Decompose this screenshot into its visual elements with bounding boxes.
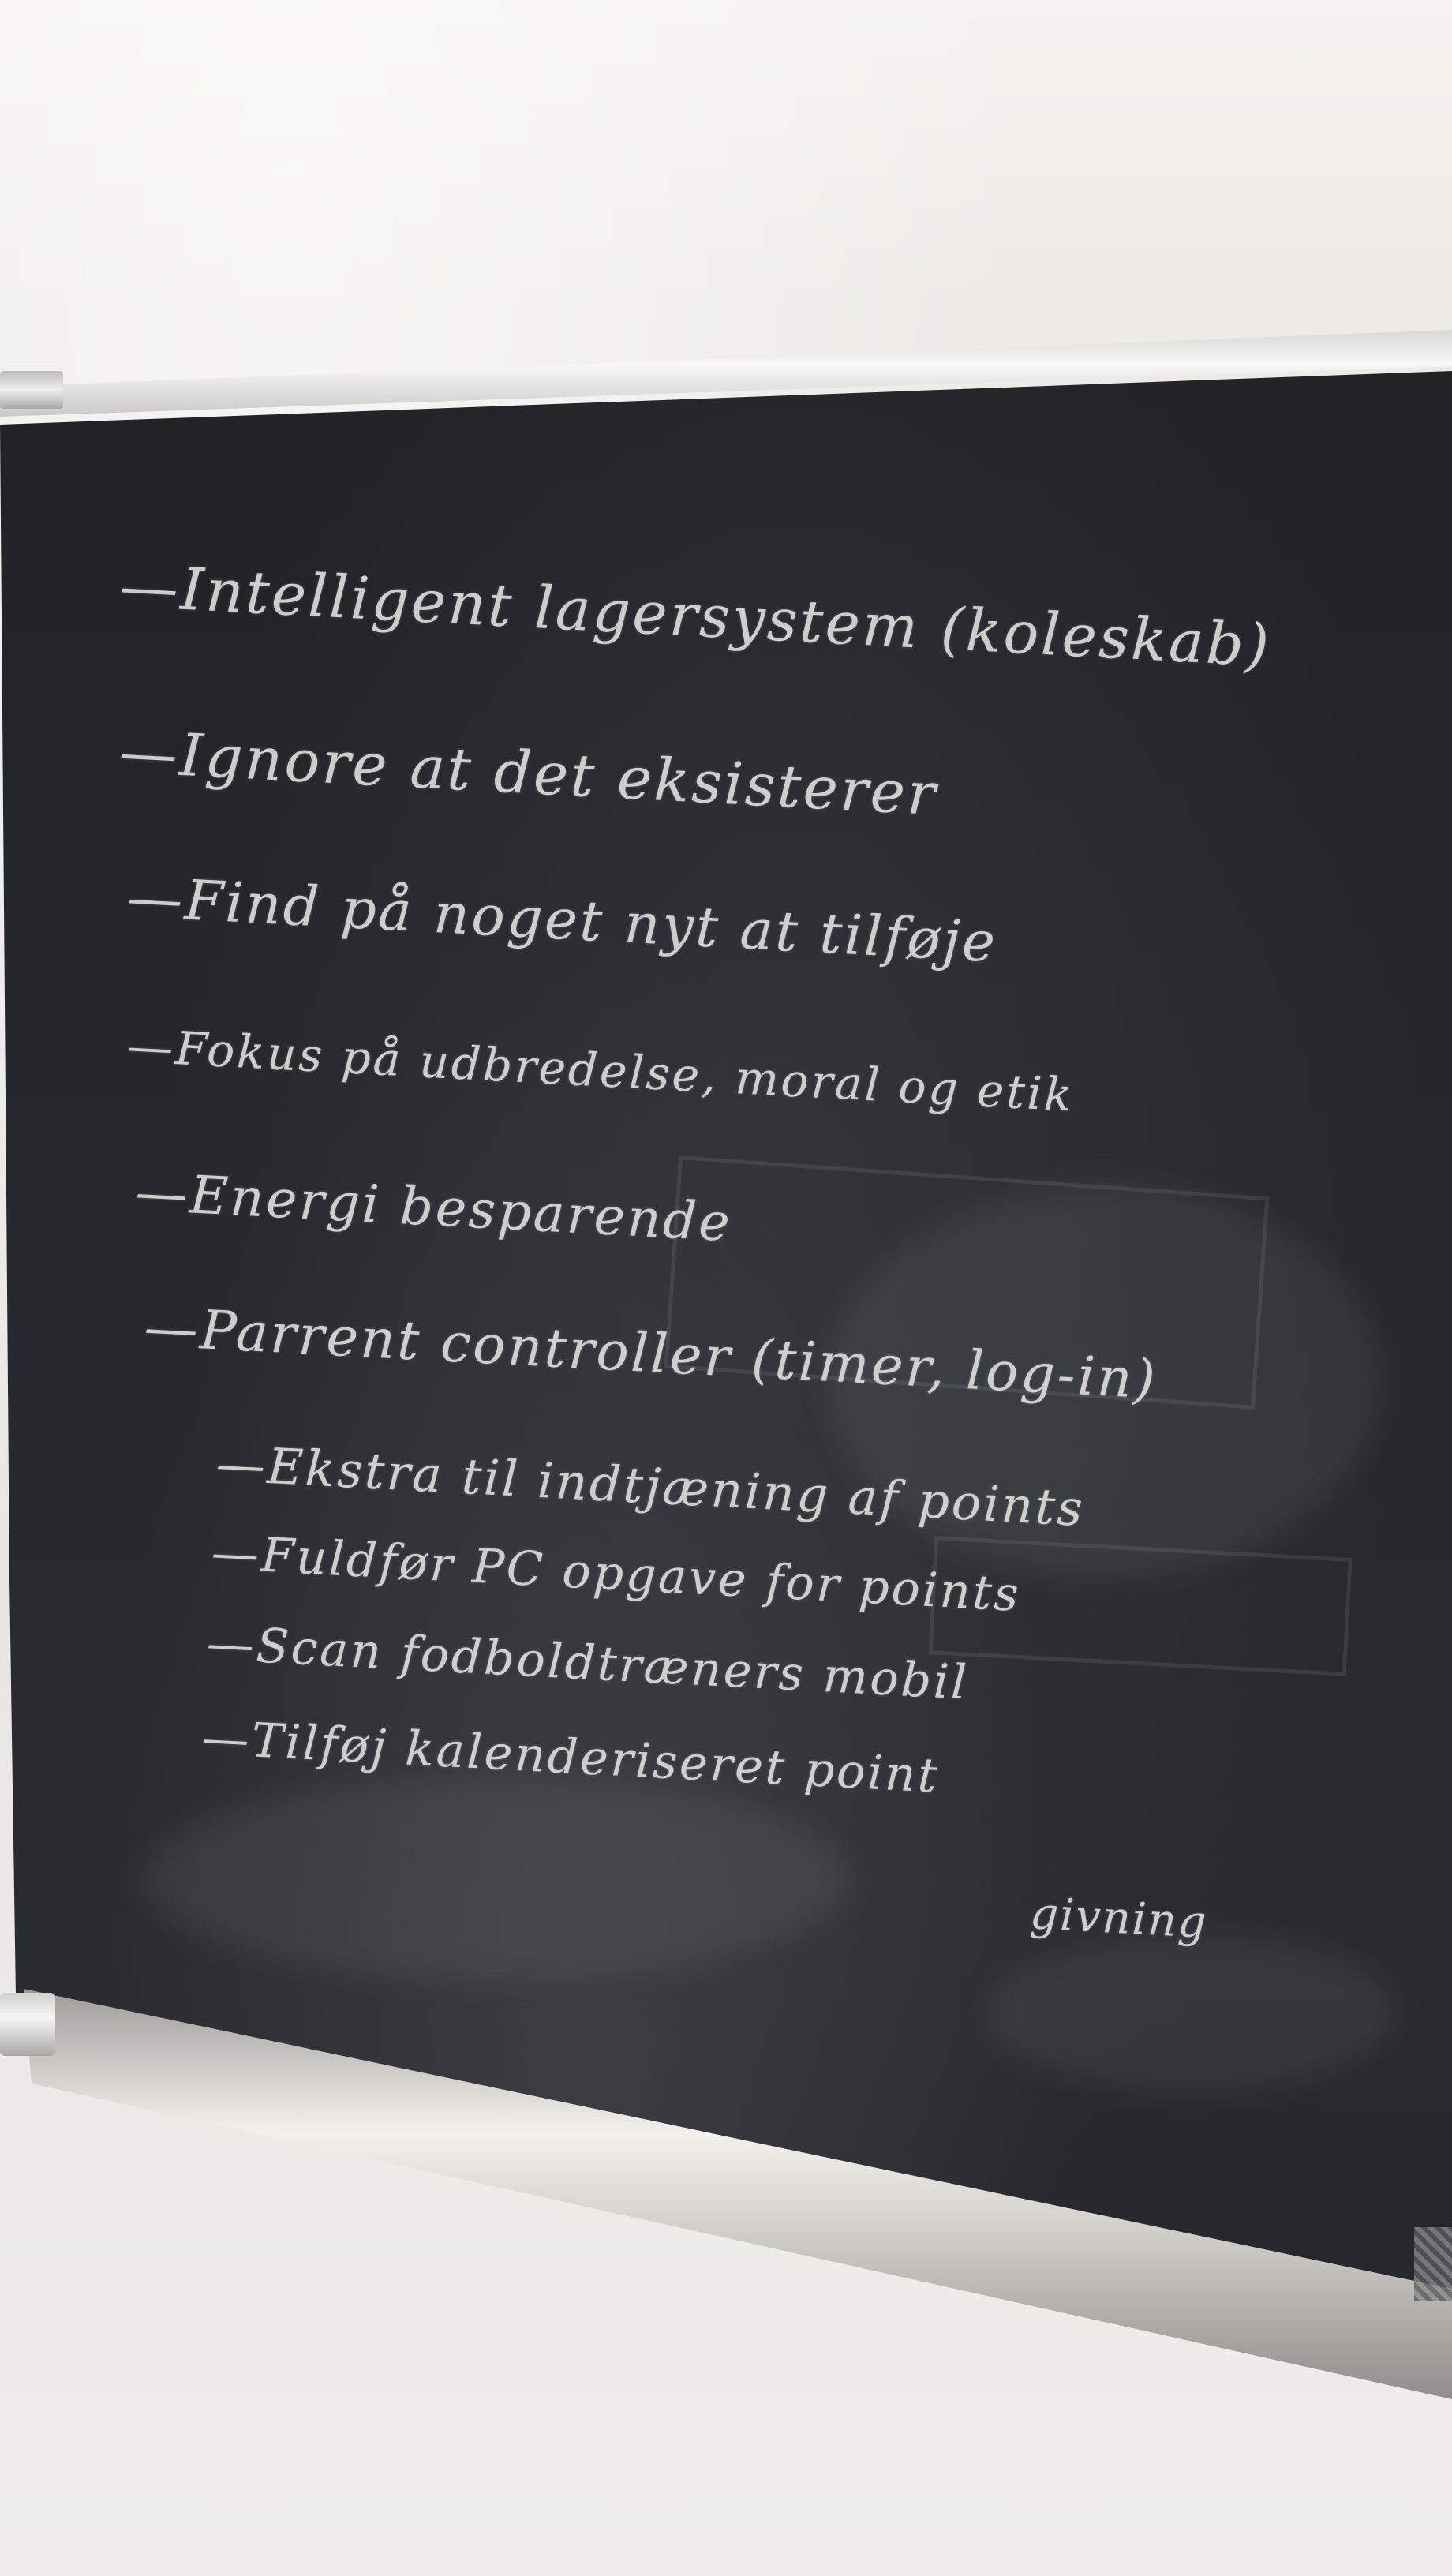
- corner-label: [1414, 2227, 1452, 2301]
- note-line: —Ignore at det eksisterer: [117, 717, 940, 829]
- note-subline: —Scan fodboldtræners mobil: [205, 1616, 971, 1711]
- tray-end-cap: [0, 1993, 55, 2056]
- rail-clip: [0, 371, 63, 409]
- note-line: —Energi besparende: [133, 1161, 734, 1254]
- note-line: —Fokus på udbredelse, moral og etik: [125, 1018, 1076, 1122]
- chalk-smudge: [829, 1184, 1381, 1578]
- note-subline: —Ekstra til indtjæning af points: [215, 1434, 1087, 1538]
- note-line: —Intelligent lagersystem (koleskab): [118, 552, 1273, 680]
- note-line: —Parrent controller (timer, log-in): [142, 1296, 1159, 1412]
- chalk-smudge: [142, 1776, 852, 1981]
- note-subline-continuation: givning: [1028, 1888, 1210, 1949]
- note-subline: —Tilføj kalenderiseret point: [200, 1710, 941, 1804]
- note-subline: —Fuldfør PC opgave for points: [210, 1525, 1023, 1623]
- note-line: —Find på noget nyt at tilføje: [125, 864, 999, 975]
- chalk-smudge: [986, 1934, 1397, 2091]
